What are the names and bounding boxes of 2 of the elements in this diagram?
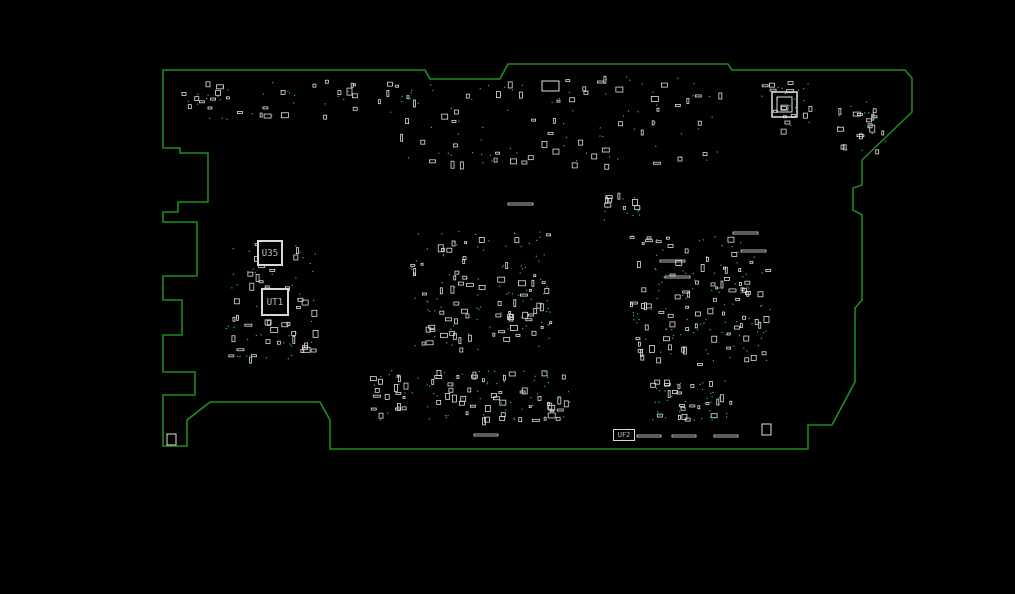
chip-footprint: UT1 bbox=[261, 288, 289, 316]
chip-footprint: U35 bbox=[257, 240, 283, 266]
